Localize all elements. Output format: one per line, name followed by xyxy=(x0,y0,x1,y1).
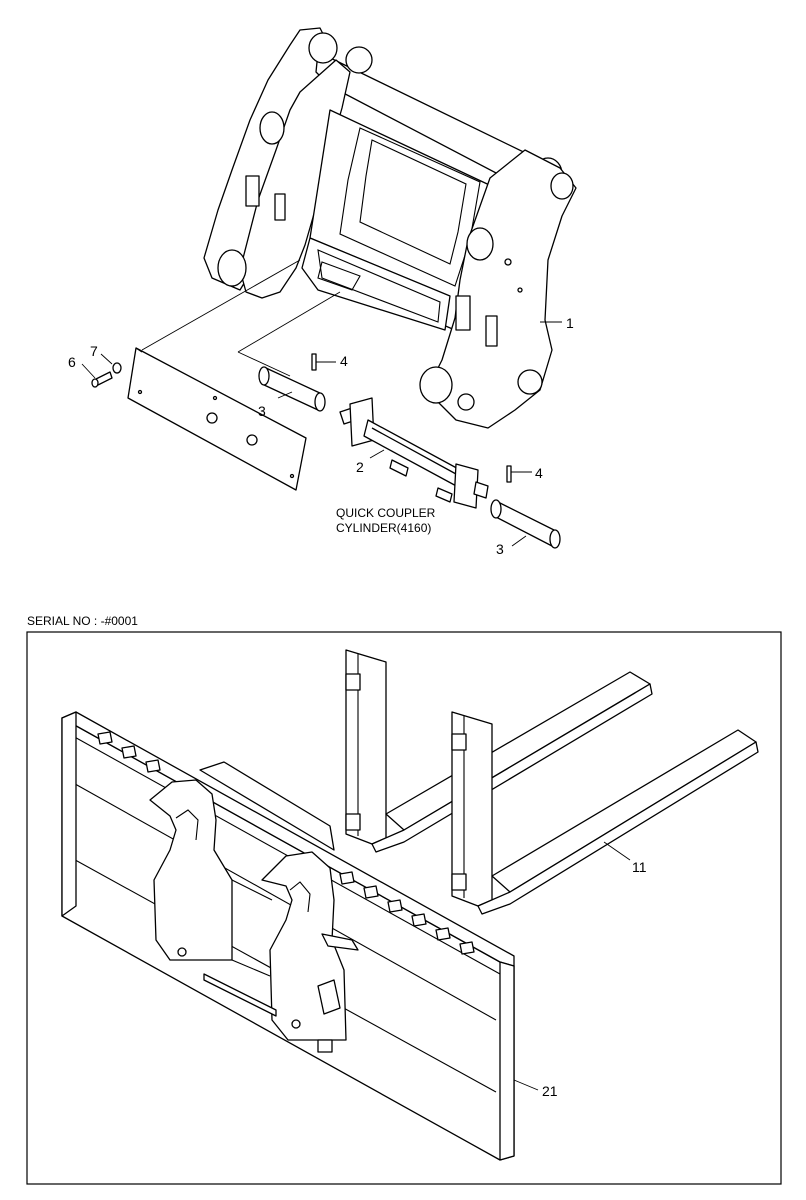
bolt-and-washer xyxy=(81,353,122,388)
callout-3-left: 3 xyxy=(258,403,266,419)
callout-7: 7 xyxy=(90,343,98,359)
callout-4-right: 4 xyxy=(535,465,543,481)
fork-front xyxy=(451,711,759,915)
callout-4-left: 4 xyxy=(340,353,348,369)
fork-carriage xyxy=(61,711,539,1161)
caption-line-2: CYLINDER(4160) xyxy=(336,521,431,535)
callout-2: 2 xyxy=(356,459,364,475)
cover-plate xyxy=(127,347,307,491)
pin-left xyxy=(258,353,336,412)
callout-11: 11 xyxy=(632,859,647,875)
callout-21: 21 xyxy=(542,1083,558,1099)
callout-6: 6 xyxy=(68,354,76,370)
callout-1: 1 xyxy=(566,315,574,331)
caption-line-1: QUICK COUPLER xyxy=(336,506,436,520)
callout-3-right: 3 xyxy=(496,541,504,557)
pin-right xyxy=(490,465,561,549)
serial-frame xyxy=(26,631,782,1185)
coupler-frame xyxy=(141,27,577,429)
serial-label: SERIAL NO : -#0001 xyxy=(27,614,138,628)
cylinder xyxy=(339,397,489,509)
